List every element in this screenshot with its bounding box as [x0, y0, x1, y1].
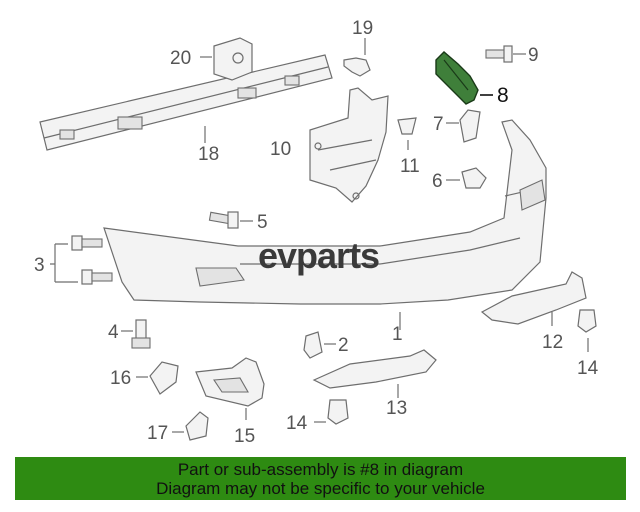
part-14-clip-right: [577, 309, 597, 352]
banner-line-2: Diagram may not be specific to your vehi…: [156, 478, 485, 498]
watermark: evparts: [258, 235, 379, 276]
part-8-highlighted-bracket: [435, 51, 493, 105]
callout-14-right: 14: [577, 358, 599, 379]
part-7-clip: [446, 109, 481, 143]
part-16-fastener: [136, 361, 179, 395]
callout-17: 17: [147, 423, 168, 444]
part-19-clip: [343, 38, 371, 77]
callout-14-bottom: 14: [286, 413, 308, 434]
callout-6: 6: [432, 171, 443, 192]
part-2-clip: [303, 331, 336, 359]
part-5-bolt: [208, 211, 253, 229]
callout-3: 3: [34, 255, 45, 276]
callout-9: 9: [528, 45, 539, 66]
callout-2: 2: [338, 335, 349, 356]
part-13-lower-bracket: [312, 349, 437, 398]
callout-5: 5: [257, 212, 268, 233]
part-6-clip: [446, 167, 487, 189]
callout-7: 7: [433, 114, 444, 135]
part-15-bezel: [195, 357, 265, 420]
part-20-bracket: [200, 37, 253, 81]
callout-12: 12: [542, 332, 563, 353]
callout-4: 4: [108, 322, 119, 343]
part-9-bolt: [485, 45, 526, 63]
callout-16: 16: [110, 368, 131, 389]
part-10-side-bracket: [309, 87, 389, 203]
callout-8: 8: [497, 84, 509, 107]
part-1-bumper-cover: [103, 119, 547, 330]
callout-15: 15: [234, 426, 255, 447]
callout-19: 19: [352, 18, 373, 39]
part-18-reinforcement: [39, 54, 333, 151]
part-12-lower-bracket: [480, 271, 587, 326]
info-banner: Part or sub-assembly is #8 in diagram Di…: [15, 457, 626, 500]
part-14-clip-bottom: [314, 399, 349, 425]
callout-11: 11: [400, 156, 420, 177]
part-4-screw: [121, 319, 151, 349]
part-3-screws: [50, 235, 113, 285]
callout-20: 20: [170, 48, 191, 69]
callout-10: 10: [270, 139, 291, 160]
part-11-retainer: [397, 117, 417, 150]
callout-13: 13: [386, 398, 407, 419]
callout-18: 18: [198, 144, 219, 165]
banner-line-1: Part or sub-assembly is #8 in diagram: [177, 459, 464, 479]
callout-1: 1: [392, 324, 403, 345]
parts-diagram: evparts 1 2 3 4 5 6 7 8 9 10 11 12 13 14…: [34, 18, 599, 447]
part-17-fastener: [172, 411, 209, 441]
